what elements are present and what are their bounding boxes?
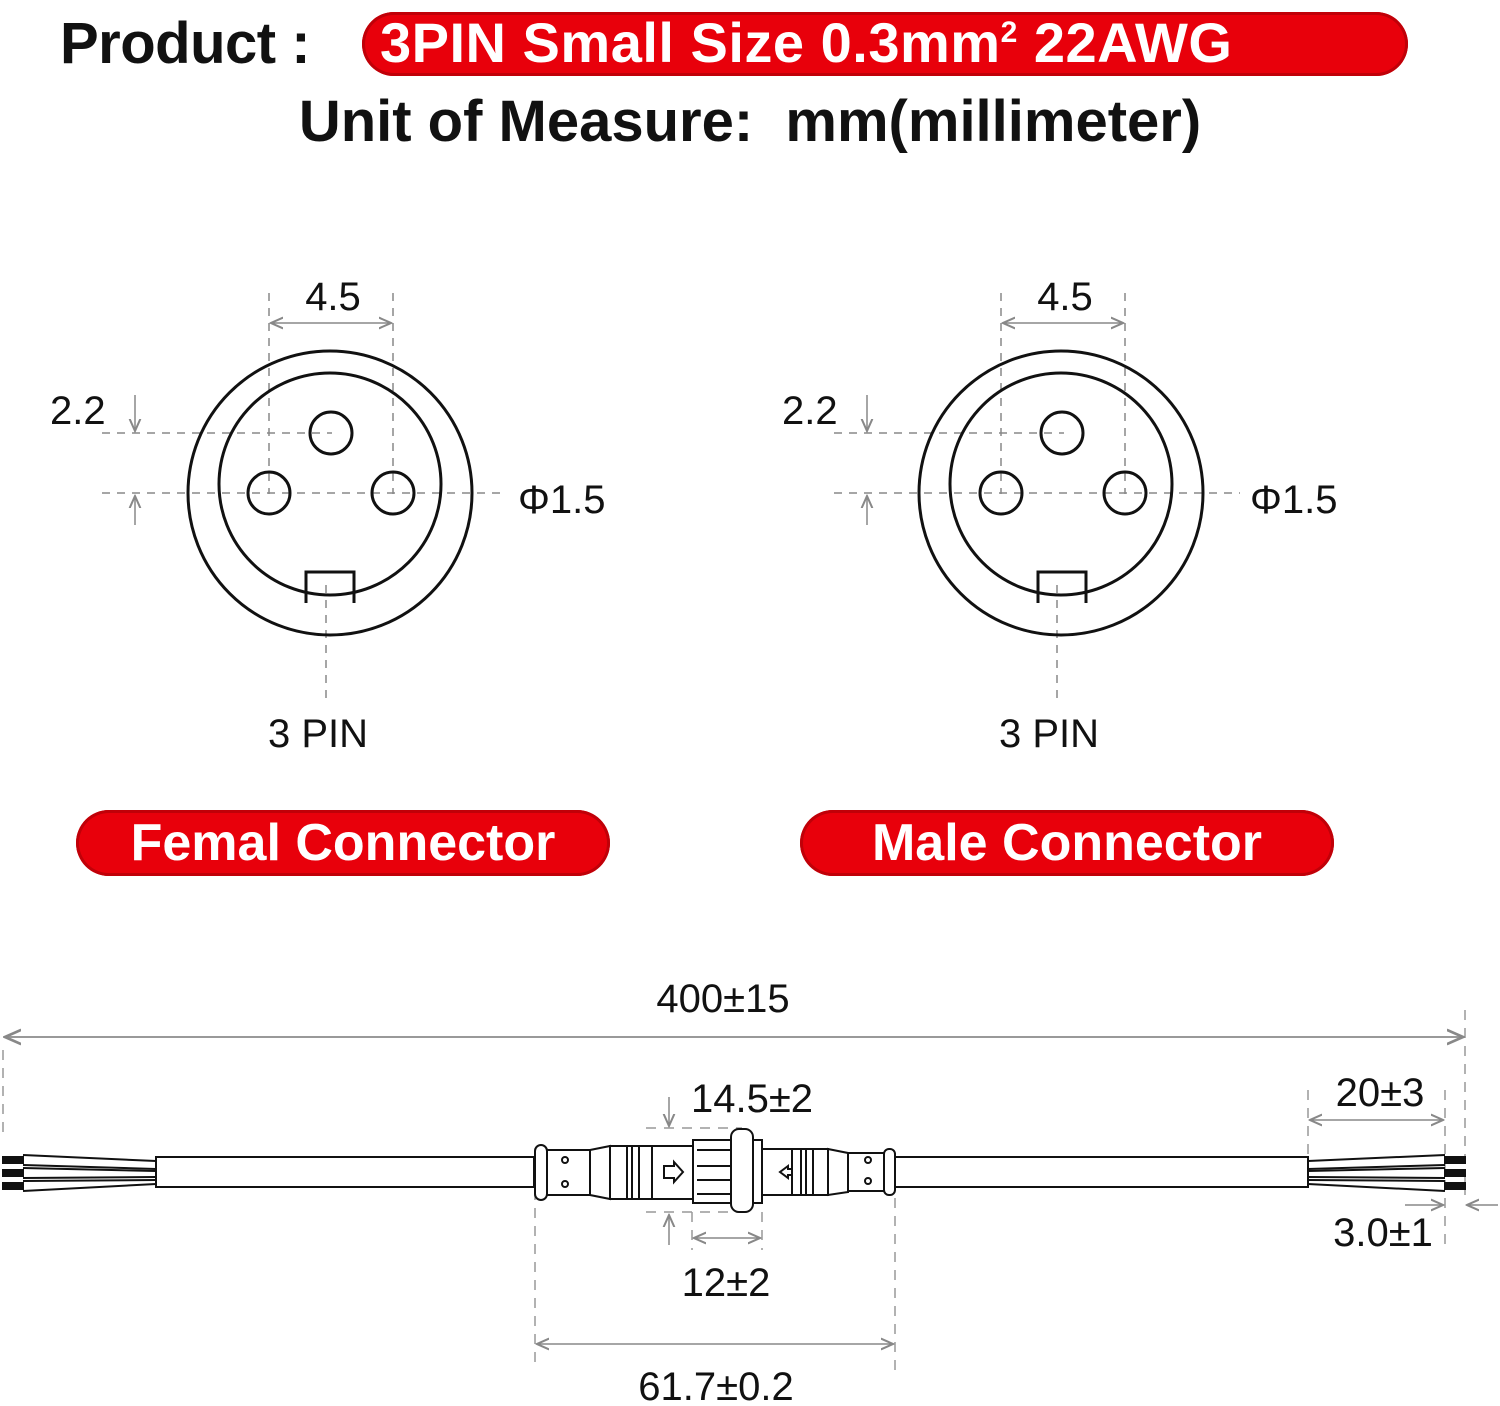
male-pin-spacing: 4.5 — [1037, 275, 1093, 319]
male-plug — [761, 1147, 896, 1197]
product-value: 3PIN Small Size 0.3mm2 22AWG — [380, 10, 1232, 75]
product-label: Product : — [60, 11, 311, 76]
coupling-nut — [692, 1128, 763, 1213]
title-row: Product : 3PIN Small Size 0.3mm2 22AWG — [0, 4, 1500, 80]
female-pin-spacing: 4.5 — [305, 275, 361, 319]
female-connector-face: 4.5 2.2 Φ1.5 3 PIN — [50, 275, 606, 756]
product-badge — [362, 12, 1408, 76]
left-wire-ends — [2, 1154, 157, 1192]
female-pin-diameter: Φ1.5 — [518, 478, 606, 522]
female-plug — [534, 1144, 695, 1201]
bare-tip-label: 3.0±1 — [1333, 1211, 1433, 1255]
female-connector-badge: Femal Connector — [76, 810, 610, 876]
coupling-nut-length-label: 12±2 — [682, 1261, 771, 1305]
stripped-length-label: 20±3 — [1336, 1071, 1425, 1115]
male-pin-count: 3 PIN — [999, 712, 1099, 756]
male-pin-diameter: Φ1.5 — [1250, 478, 1338, 522]
total-length-label: 400±15 — [656, 977, 789, 1021]
assembly-length-label: 61.7±0.2 — [638, 1365, 793, 1406]
unit-of-measure: Unit of Measure: mm(millimeter) — [298, 89, 1202, 154]
product-value-suffix: 22AWG — [1017, 11, 1233, 74]
male-connector-face: 4.5 2.2 Φ1.5 3 PIN — [782, 275, 1338, 756]
male-vertical-offset: 2.2 — [782, 389, 838, 433]
female-vertical-offset: 2.2 — [50, 389, 106, 433]
cable-drawing: 400±15 14.5±2 20±3 3.0±1 12±2 61.7±0.2 — [2, 977, 1498, 1406]
female-pin-count: 3 PIN — [268, 712, 368, 756]
product-value-superscript: 2 — [1000, 16, 1018, 49]
connector-diameter-label: 14.5±2 — [691, 1077, 813, 1121]
male-connector-badge: Male Connector — [800, 810, 1334, 876]
right-wire-ends — [1307, 1154, 1466, 1192]
product-value-main: 3PIN Small Size 0.3mm — [380, 11, 1001, 74]
